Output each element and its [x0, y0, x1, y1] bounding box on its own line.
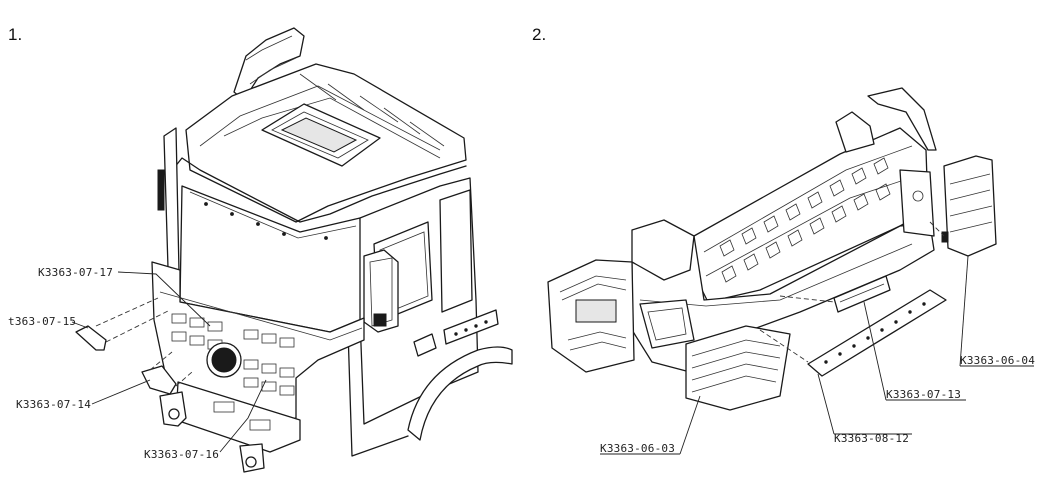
label-k3363-07-13: K3363-07-13 [886, 388, 961, 401]
label-k3363-06-03: K3363-06-03 [600, 442, 675, 455]
figure-1: 1. [8, 25, 513, 473]
part-k3363-08-12 [807, 289, 947, 377]
figure-2-number: 2. [532, 25, 546, 44]
part-k3363-06-04 [941, 155, 997, 257]
part-k3363-07-14 [141, 365, 177, 395]
bumper-illustration [547, 87, 937, 373]
figure-2: 2. [532, 25, 1035, 455]
label-k3363-08-12: K3363-08-12 [834, 432, 909, 445]
label-k3363-07-16: K3363-07-16 [144, 448, 219, 461]
part-k3363-07-15 [75, 325, 107, 351]
figure-1-number: 1. [8, 25, 22, 44]
label-k3363-07-17: K3363-07-17 [38, 266, 113, 279]
part-k3363-07-13 [833, 275, 891, 313]
truck-cab-illustration [151, 27, 513, 473]
part-k3363-06-03 [685, 325, 791, 411]
label-k3363-07-14: K3363-07-14 [16, 398, 91, 411]
label-k3363-07-15: t363-07-15 [8, 315, 76, 328]
label-k3363-06-04: K3363-06-04 [960, 354, 1035, 367]
